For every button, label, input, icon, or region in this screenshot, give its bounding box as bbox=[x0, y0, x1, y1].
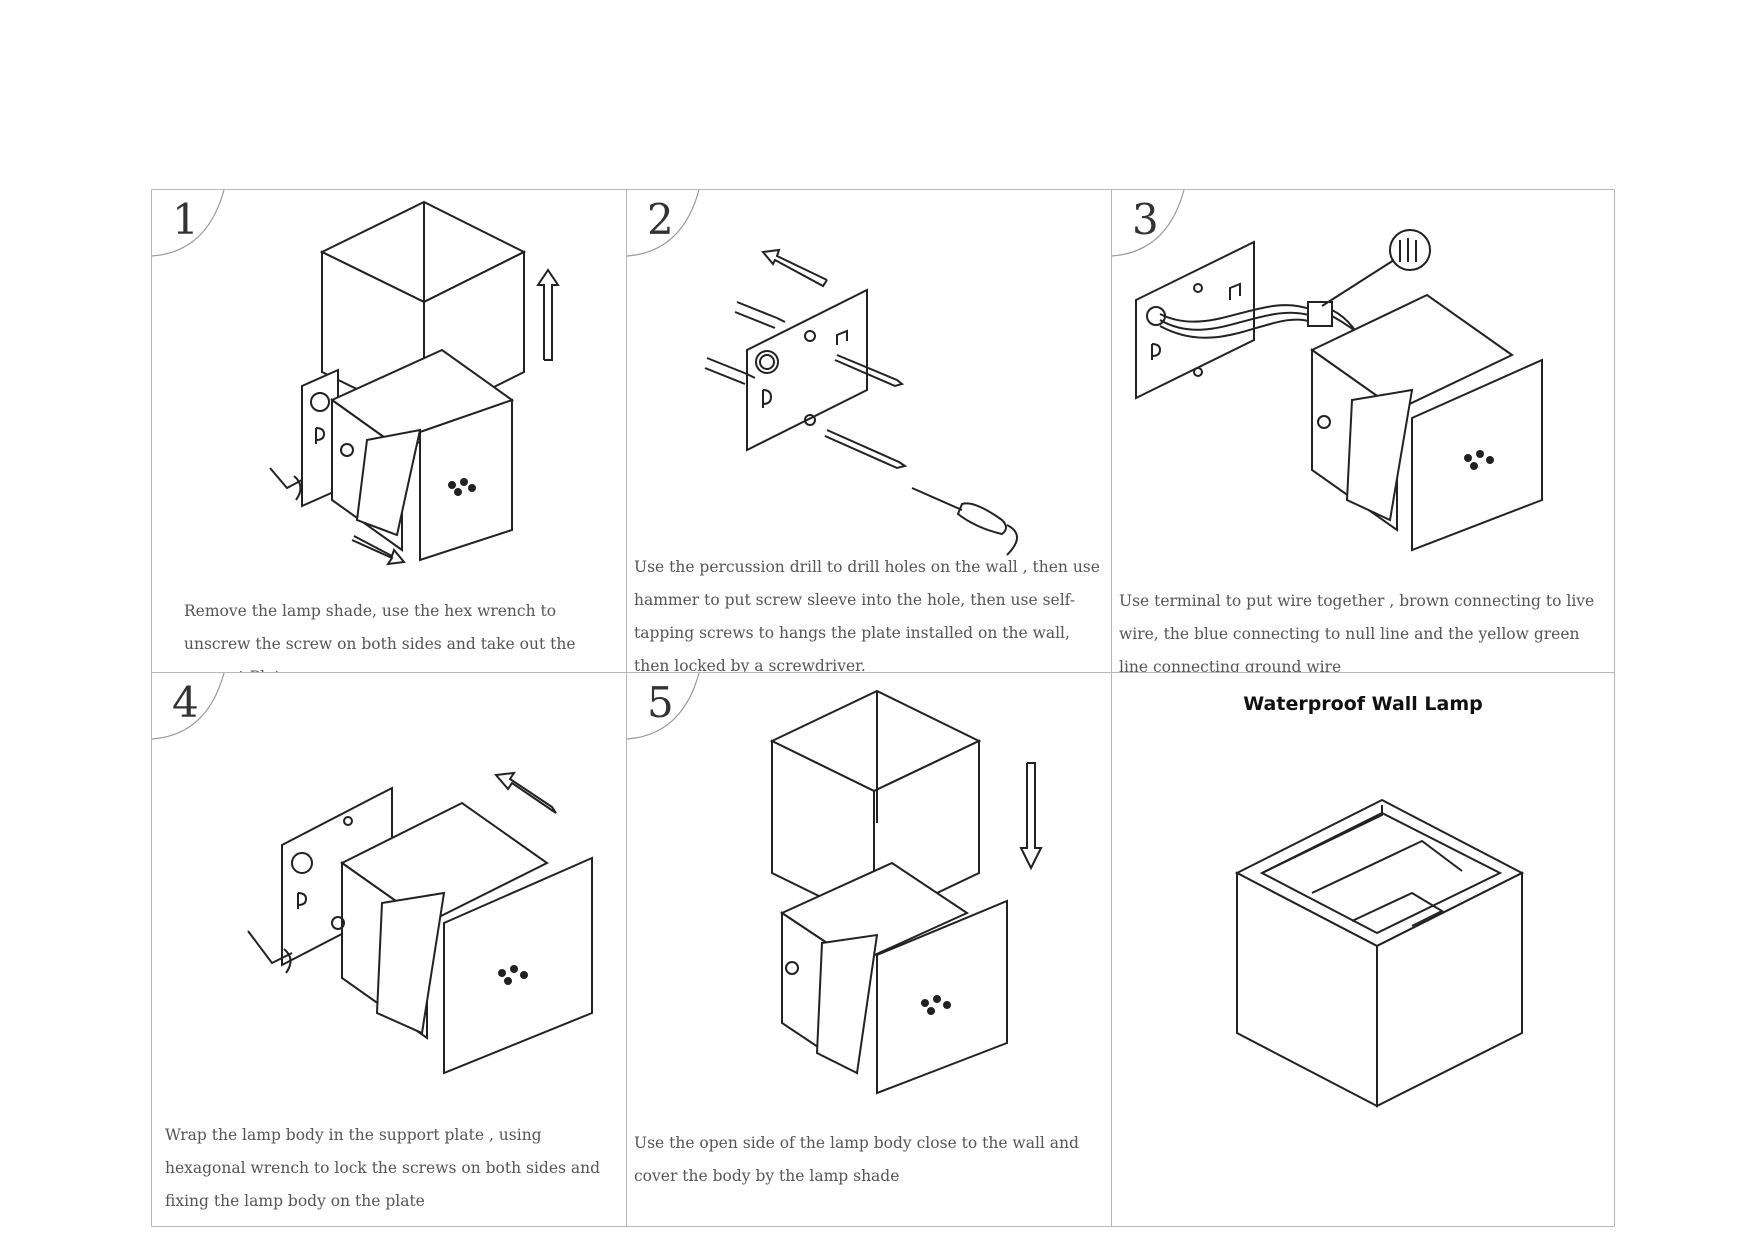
step-number-arc bbox=[627, 673, 700, 740]
step-number-arc bbox=[1112, 190, 1185, 257]
step-number: 5 bbox=[647, 678, 674, 727]
assembled-lamp-illustration bbox=[1112, 673, 1615, 1193]
step-1-panel: 1 bbox=[151, 189, 627, 673]
step-number-arc bbox=[152, 673, 225, 740]
instruction-sheet: 1 bbox=[151, 189, 1615, 1227]
step-2-caption: Use the percussion drill to drill holes … bbox=[634, 558, 1100, 673]
step-3-illustration bbox=[1112, 190, 1615, 590]
step-2-illustration bbox=[627, 190, 1112, 560]
step-number: 2 bbox=[647, 195, 674, 244]
step-2-panel: 2 Use the bbox=[626, 189, 1112, 673]
step-5-panel: 5 Use the open side of the lamp body bbox=[626, 672, 1112, 1227]
step-5-caption: Use the open side of the lamp body close… bbox=[634, 1134, 1079, 1185]
step-5-illustration bbox=[627, 673, 1112, 1113]
step-3-panel: 3 bbox=[1111, 189, 1615, 673]
step-number: 3 bbox=[1132, 195, 1159, 244]
step-number: 1 bbox=[172, 195, 199, 244]
final-panel-title: Waterproof Wall Lamp bbox=[1243, 693, 1483, 715]
step-number: 4 bbox=[172, 678, 199, 727]
step-4-illustration bbox=[152, 673, 627, 1113]
step-4-caption: Wrap the lamp body in the support plate … bbox=[165, 1126, 601, 1210]
step-1-caption: Remove the lamp shade, use the hex wrenc… bbox=[184, 602, 576, 672]
step-number-arc bbox=[627, 190, 700, 257]
step-1-illustration bbox=[152, 190, 627, 590]
step-4-panel: 4 Wrap the lamp bod bbox=[151, 672, 627, 1227]
step-3-caption: Use terminal to put wire together , brow… bbox=[1119, 592, 1595, 673]
final-panel: Waterproof Wall Lamp bbox=[1111, 672, 1615, 1227]
step-number-arc bbox=[152, 190, 225, 257]
